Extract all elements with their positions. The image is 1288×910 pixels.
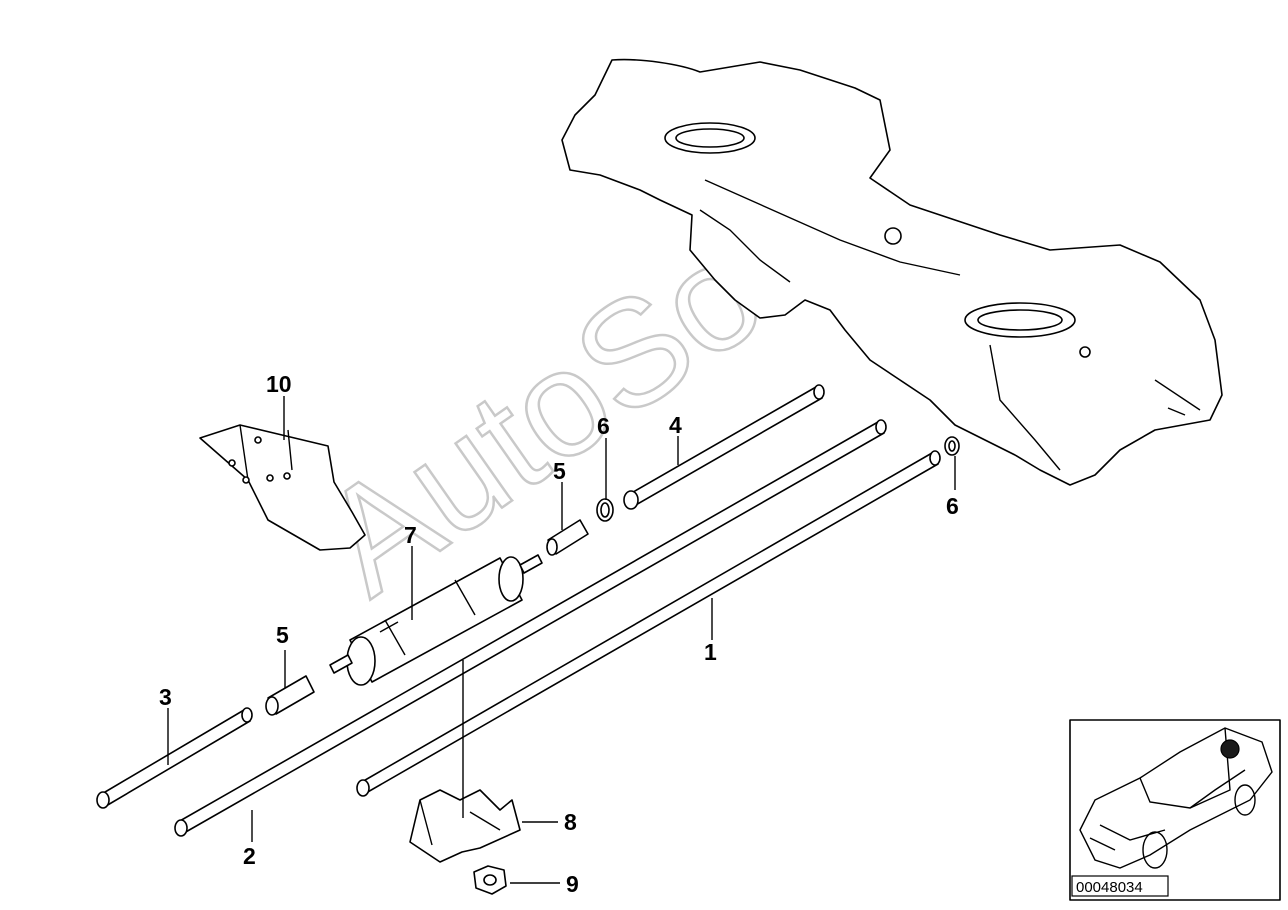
- callout-7: 7: [404, 522, 417, 548]
- car-outline-icon: [1079, 727, 1273, 869]
- hex-nut: [473, 865, 507, 895]
- reference-box: 00048034: [1071, 875, 1169, 897]
- leader-lines: [167, 396, 956, 884]
- callout-1: 1: [704, 639, 717, 665]
- protective-bracket: [199, 424, 366, 551]
- callout-4: 4: [669, 412, 682, 438]
- callout-3: 3: [159, 684, 172, 710]
- callout-2: 2: [243, 843, 256, 869]
- hose-clamp-right: [944, 436, 960, 456]
- car-locator-inset: [1069, 719, 1281, 901]
- fuel-tank: [561, 58, 1223, 486]
- fuel-line-3: [96, 707, 253, 809]
- hose-clamp-left: [596, 498, 614, 522]
- fuel-filter: [329, 554, 543, 686]
- callout-5-lower: 5: [276, 622, 289, 648]
- callout-5-upper: 5: [553, 458, 566, 484]
- callout-6-left: 6: [597, 413, 610, 439]
- callout-8: 8: [564, 809, 577, 835]
- location-marker-icon: [1220, 739, 1240, 759]
- fuel-line-1: [356, 450, 941, 797]
- filter-holder: [409, 789, 521, 863]
- hose-upper: [546, 519, 589, 556]
- callout-10: 10: [266, 371, 292, 397]
- reference-number: 00048034: [1076, 879, 1143, 896]
- fuel-line-4: [623, 384, 825, 510]
- fuel-line-2: [174, 419, 887, 837]
- callout-labels: 1 2 3 4 5 5 6 6 7 8 9 10: [159, 371, 959, 897]
- callout-6-right: 6: [946, 493, 959, 519]
- hose-lower: [265, 675, 315, 716]
- callout-9: 9: [566, 871, 579, 897]
